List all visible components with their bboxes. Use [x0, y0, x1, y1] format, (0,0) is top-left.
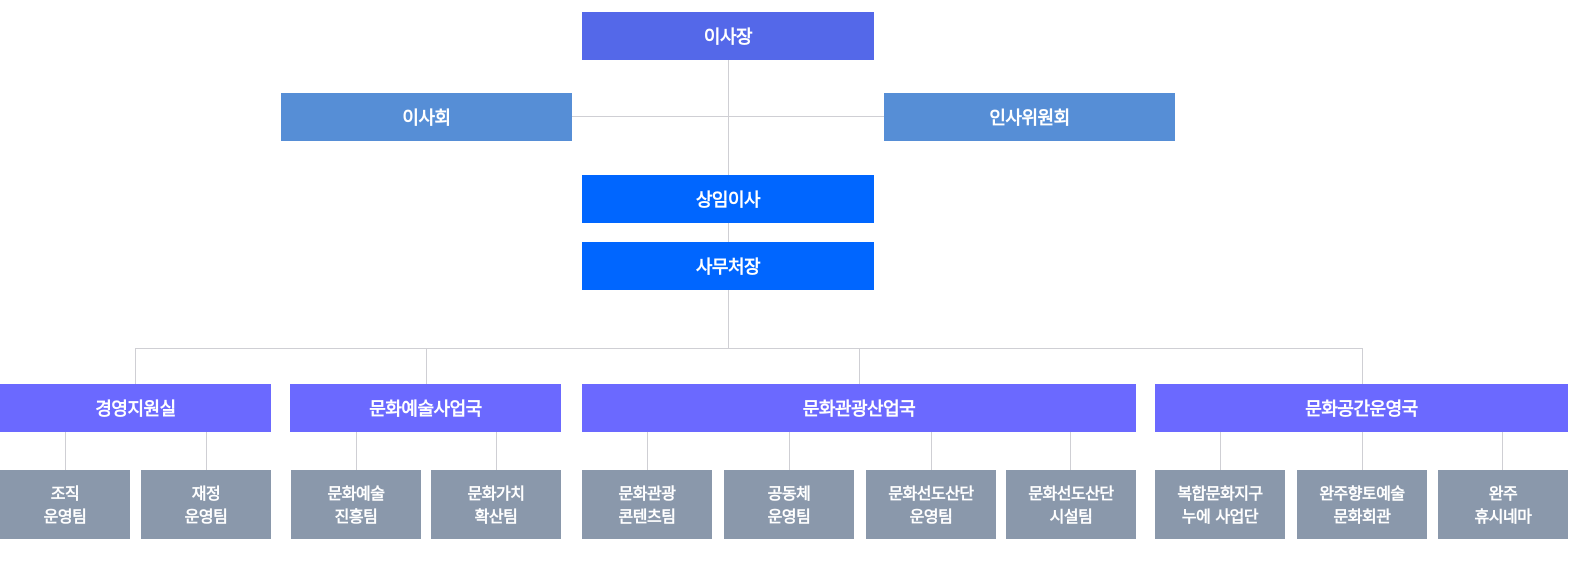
secretary-general-label: 사무처장	[695, 257, 761, 278]
connector-team-3-3	[931, 432, 932, 470]
connector-drop-dept-3	[859, 348, 860, 384]
department-label: 문화관광산업국	[802, 399, 916, 420]
connector-team-3-2	[789, 432, 790, 470]
team-label-line1: 조직	[50, 483, 80, 503]
team-label-line1: 완주향토예술	[1319, 483, 1405, 503]
team-label-line2: 진흥팀	[334, 506, 378, 526]
team-box: 조직 운영팀	[0, 470, 130, 539]
team-box: 재정 운영팀	[141, 470, 271, 539]
team-box: 완주향토예술 문화회관	[1297, 470, 1427, 539]
connector-team-3-1	[647, 432, 648, 470]
department-label: 문화공간운영국	[1305, 399, 1418, 420]
team-label-line2: 운영팀	[184, 506, 228, 526]
team-label-line2: 운영팀	[909, 506, 953, 526]
board-label: 이사회	[402, 108, 451, 129]
connector-team-2-1	[356, 432, 357, 470]
team-box: 공동체 운영팀	[724, 470, 854, 539]
connector-drop-dept-2	[426, 348, 427, 384]
team-label-line1: 문화선도산단	[1028, 483, 1114, 503]
chairman-label: 이사장	[703, 27, 753, 48]
team-label-line2: 누에 사업단	[1181, 506, 1259, 526]
team-label-line2: 문화회관	[1333, 506, 1391, 526]
team-label-line2: 운영팀	[43, 506, 87, 526]
connector-team-3-4	[1070, 432, 1071, 470]
connector-secretary-to-departments	[728, 290, 729, 348]
department-label: 경영지원실	[95, 399, 176, 420]
team-label-line1: 복합문화지구	[1177, 483, 1263, 503]
standing-director-label: 상임이사	[695, 190, 761, 211]
connector-department-bus	[135, 348, 1362, 349]
connector-board-to-committee	[572, 116, 884, 117]
department-box: 문화예술사업국	[290, 384, 561, 432]
connector-chairman-to-secretary	[728, 60, 729, 242]
standing-director-box: 상임이사	[582, 175, 874, 223]
team-box: 문화가치 확산팀	[431, 470, 561, 539]
team-label-line2: 확산팀	[474, 506, 518, 526]
team-label-line1: 완주	[1488, 483, 1518, 503]
department-box: 문화관광산업국	[582, 384, 1136, 432]
connector-team-4-2	[1362, 432, 1363, 470]
team-label-line1: 문화관광	[618, 483, 676, 503]
personnel-committee-label: 인사위원회	[989, 108, 1070, 129]
team-label-line2: 시설팀	[1049, 506, 1093, 526]
team-box: 완주 휴시네마	[1438, 470, 1568, 539]
personnel-committee-box: 인사위원회	[884, 93, 1175, 141]
team-box: 문화선도산단 시설팀	[1006, 470, 1136, 539]
chairman-box: 이사장	[582, 12, 874, 60]
team-label-line2: 운영팀	[767, 506, 811, 526]
team-label-line1: 문화선도산단	[888, 483, 974, 503]
team-box: 문화예술 진흥팀	[291, 470, 421, 539]
team-label-line1: 문화예술	[327, 483, 385, 503]
connector-team-2-2	[496, 432, 497, 470]
connector-team-1-2	[206, 432, 207, 470]
connector-team-4-3	[1502, 432, 1503, 470]
department-box: 경영지원실	[0, 384, 271, 432]
team-label-line2: 콘텐츠팀	[618, 506, 676, 526]
connector-drop-dept-1	[135, 348, 136, 384]
team-label-line1: 공동체	[767, 483, 811, 503]
team-label-line1: 재정	[191, 483, 221, 503]
department-box: 문화공간운영국	[1155, 384, 1568, 432]
team-label-line1: 문화가치	[467, 483, 525, 503]
department-label: 문화예술사업국	[369, 399, 482, 420]
team-box: 복합문화지구 누에 사업단	[1155, 470, 1285, 539]
secretary-general-box: 사무처장	[582, 242, 874, 290]
team-box: 문화관광 콘텐츠팀	[582, 470, 712, 539]
team-label-line2: 휴시네마	[1474, 506, 1532, 526]
connector-team-1-1	[65, 432, 66, 470]
team-box: 문화선도산단 운영팀	[866, 470, 996, 539]
connector-team-4-1	[1220, 432, 1221, 470]
board-box: 이사회	[281, 93, 572, 141]
connector-drop-dept-4	[1362, 348, 1363, 384]
